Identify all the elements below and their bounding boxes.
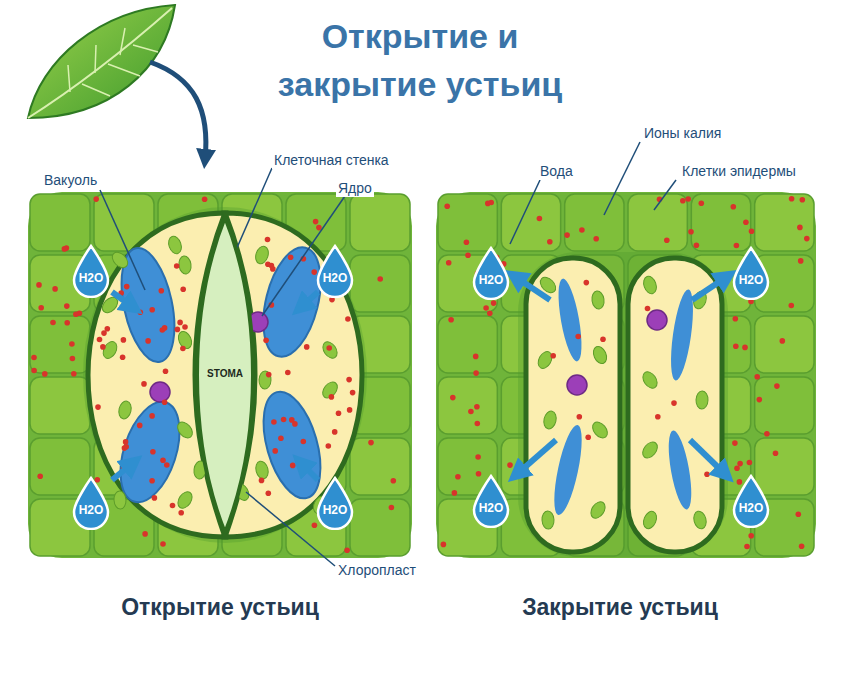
pore-label: STOMA	[195, 215, 255, 379]
guard-cells-open	[83, 207, 367, 543]
water-label: H2O	[470, 474, 512, 515]
stoma-pore: STOMA	[195, 215, 255, 535]
diagram-title: Открытие и закрытие устьиц	[240, 12, 600, 108]
leader-lines	[100, 142, 676, 566]
part-label: Клеточная стенка	[272, 152, 391, 169]
part-label: Ионы калия	[642, 125, 723, 142]
part-label: Вода	[538, 163, 575, 180]
water-drop: H2O	[314, 244, 356, 298]
water-label: H2O	[314, 244, 356, 285]
water-label: H2O	[730, 474, 772, 515]
leaf	[28, 5, 206, 160]
water-drop: H2O	[314, 476, 356, 530]
water-label: H2O	[470, 246, 512, 287]
epidermis-cells	[436, 192, 816, 558]
panel-caption: Открытие устьиц	[110, 592, 330, 623]
water-label: H2O	[314, 476, 356, 517]
water-drop: H2O	[70, 244, 112, 298]
water-label: H2O	[70, 244, 112, 285]
water-drop: H2O	[470, 246, 512, 300]
water-label: H2O	[730, 246, 772, 287]
water-drop: H2O	[470, 474, 512, 528]
water-drop: H2O	[730, 474, 772, 528]
epidermis-cells	[28, 192, 412, 558]
water-label: H2O	[70, 476, 112, 517]
water-drop: H2O	[70, 476, 112, 530]
panel-caption: Закрытие устьиц	[505, 592, 735, 623]
potassium-ions	[31, 196, 809, 553]
part-label: Клетки эпидермы	[680, 163, 798, 180]
part-label: Вакуоль	[42, 172, 99, 189]
part-label: Ядро	[336, 180, 374, 197]
water-drop: H2O	[730, 246, 772, 300]
part-label: Хлоропласт	[336, 562, 418, 579]
